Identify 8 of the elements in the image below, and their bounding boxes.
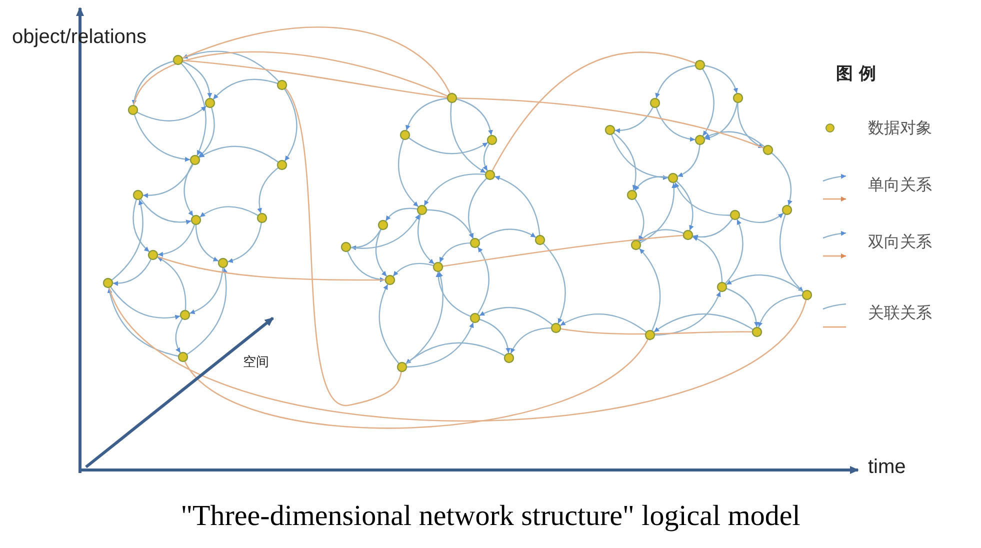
legend-heading: 图 例 bbox=[836, 63, 876, 85]
legend-label: 双向关系 bbox=[868, 232, 932, 253]
axis-label: time bbox=[868, 456, 906, 479]
axis-label: 空间 bbox=[243, 354, 269, 371]
caption: "Three-dimensional network structure" logical model bbox=[180, 500, 802, 533]
legend-label: 关联关系 bbox=[868, 303, 932, 324]
legend-label: 数据对象 bbox=[868, 118, 932, 139]
legend-label: 单向关系 bbox=[868, 175, 932, 196]
